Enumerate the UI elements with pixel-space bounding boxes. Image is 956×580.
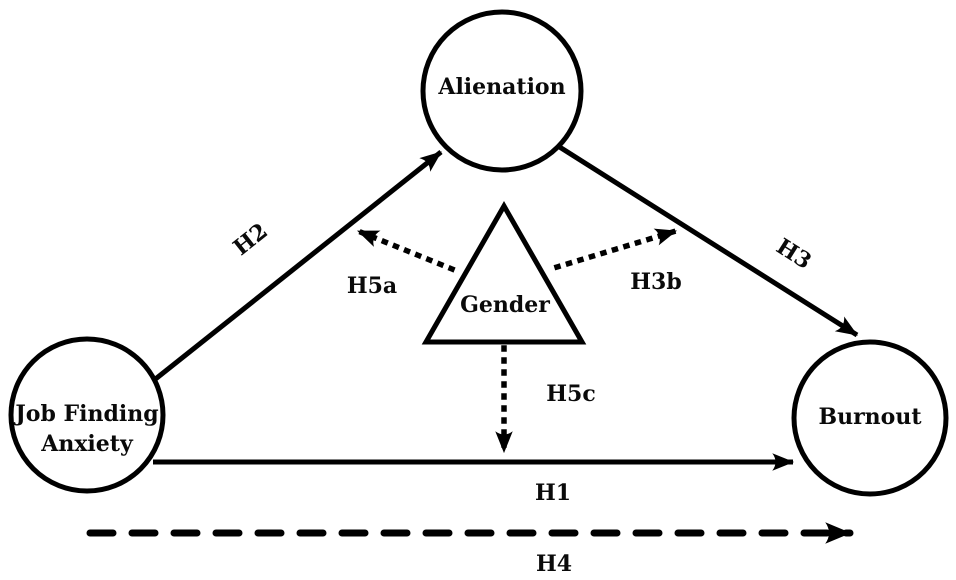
node-job-finding-anxiety-circle [8,336,166,494]
node-job-finding-anxiety-label-line1: Job Finding [13,401,158,427]
node-gender-triangle [421,200,587,345]
edge-h1-label: H1 [535,480,571,506]
edge-h3b-arrow [553,227,680,271]
edge-h3b-label: H3b [630,269,681,295]
edge-h5a-arrow [354,227,456,273]
edge-h4-label: H4 [536,551,572,577]
edge-h5a-label: H5a [347,273,397,299]
edge-h3-label: H3 [772,233,816,274]
edge-h2-arrow [151,150,443,383]
node-burnout-label: Burnout [818,404,922,430]
node-alienation-label: Alienation [437,74,565,100]
edge-h2-label: H2 [228,218,272,261]
edge-h5c-label: H5c [546,381,596,407]
node-gender-label: Gender [460,292,550,318]
edge-h3-arrow [556,143,859,338]
node-burnout-circle [791,339,949,497]
node-alienation-circle [420,9,584,173]
node-job-finding-anxiety-label-line2: Anxiety [40,431,134,457]
